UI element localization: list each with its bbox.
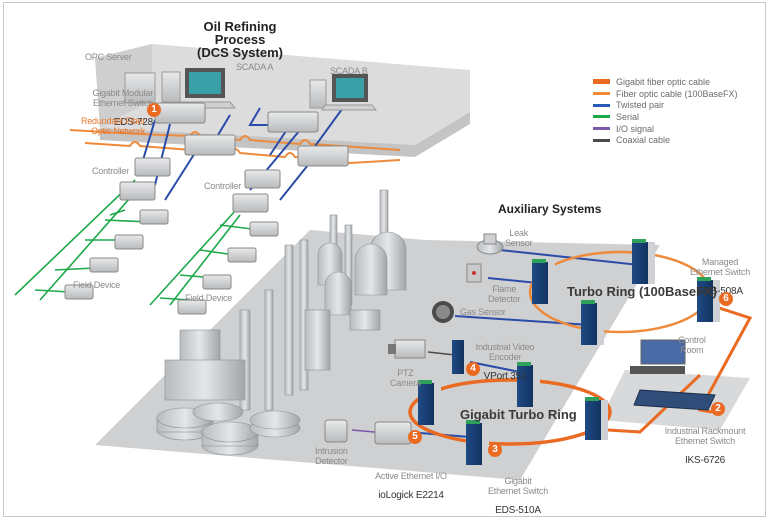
diagram-frame [3,2,766,517]
redundant-fiber-label: Redundant Fiber Optic Network [80,116,145,136]
iks-6726-label: Industrial Rackmount Ethernet Switch IKS… [664,426,746,466]
scada-a-label: SCADA A [236,62,274,72]
controller-label-left: Controller [92,166,130,176]
legend-item-gigabit-fiber: Gigabit fiber optic cable [593,76,738,88]
legend-swatch [593,127,610,131]
leak-sensor-label: Leak Sensor [505,228,533,248]
legend-swatch [593,138,610,142]
coaxial-line [427,351,456,356]
field-device-label-left: Field Device [73,280,121,290]
gigabit-turbo-ring-cable [408,378,612,446]
legend-swatch [593,103,610,107]
legend-swatch [593,115,610,119]
field-device-label-right: Field Device [185,293,233,303]
industrial-switch-icons [418,239,720,465]
badge-2: 2 [711,402,725,416]
gigabit-turbo-ring-title: Gigabit Turbo Ring [460,407,577,422]
intrusion-detector-label: Intrusion Detector [315,446,348,466]
opc-server-label: OPC Server [85,52,132,62]
intrusion-detector-icon [324,419,348,443]
legend-swatch [593,92,610,96]
iologik-e2214-label: Active Ethernet I/O ioLogick E2214 [375,471,447,501]
legend-item-io-signal: I/O signal [593,123,738,135]
scada-b-workstation-icon [309,74,378,111]
ptz-camera-icon [388,339,426,359]
control-room-workstation-icon [630,339,686,374]
eds-510a-label: Gigabit Ethernet Switch EDS-510A [487,476,549,516]
eds-728-switch-icon [154,102,349,167]
field-device-icons [64,209,279,315]
legend-swatch [593,79,610,85]
dcs-title: Oil Refining Process (DCS System) [197,19,283,60]
vport-351-label: Industrial Video Encoder VPort 351 [475,342,535,382]
opc-server-icon [124,72,156,104]
cable-legend: Gigabit fiber optic cable Fiber optic ca… [593,76,738,146]
gas-sensor-label: Gas Sensor [460,307,506,317]
gas-sensor-icon [432,301,454,323]
legend-item-serial: Serial [593,111,738,123]
iologik-icon [374,421,412,445]
refinery-plant-illustration [156,189,407,456]
legend-item-fiber-100basefx: Fiber optic cable (100BaseFX) [593,88,738,100]
turbo-ring-title: Turbo Ring (100BaseFX) [567,284,718,299]
scada-b-label: SCADA B [330,66,368,76]
badge-3: 3 [488,443,502,457]
iks-6726-switch-icon [633,389,716,411]
eds-508a-label: Managed Ethernet Switch EDS-508A [689,257,751,297]
eds-728-label: Gigabit Modular Ethernet Switch EDS-728 [92,88,153,128]
badge-4: 4 [466,362,480,376]
scada-a-workstation-icon [161,68,237,109]
badge-1: 1 [147,103,161,117]
flame-detector-label: Flame Detector [488,284,521,304]
badge-6: 6 [719,292,733,306]
auxiliary-title: Auxiliary Systems [498,202,602,216]
flame-detector-icon [466,263,482,283]
legend-item-coaxial: Coaxial cable [593,134,738,146]
ptz-camera-label: PTZ Camera [390,368,421,388]
redundant-fiber-lines [69,129,401,165]
leak-sensor-icon [476,233,504,255]
controller-label-right: Controller [204,181,242,191]
badge-5: 5 [408,430,422,444]
control-room-label: Control Room [678,335,706,355]
legend-item-twisted-pair: Twisted pair [593,99,738,111]
controller-icons [119,157,281,213]
